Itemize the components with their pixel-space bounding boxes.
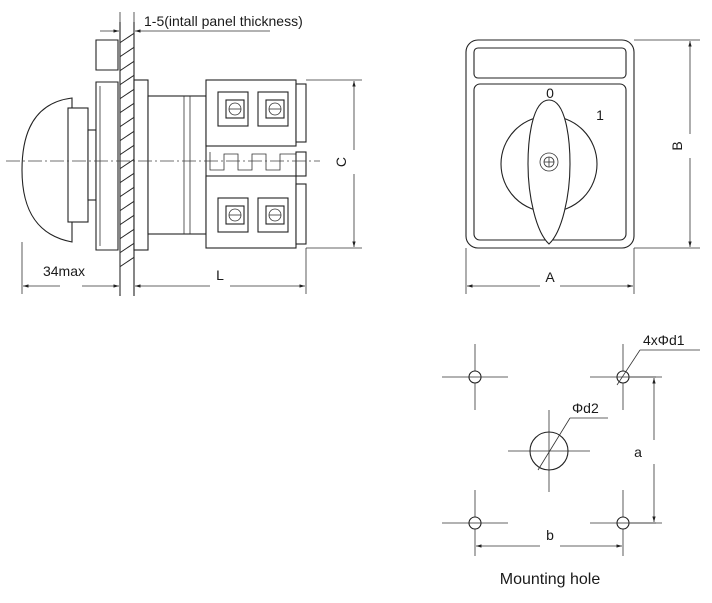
- switch-body-profile: [133, 79, 307, 251]
- center-hole-label: Φd2: [572, 400, 599, 416]
- mounting-hole-bottom-left: [442, 490, 508, 556]
- mounting-hole-diagram: Φd2 4xΦd1 a b Mounting hole: [442, 332, 700, 588]
- height-dimension-b: B: [634, 39, 700, 249]
- front-bezel-profile: [95, 39, 119, 251]
- height-label-b: B: [669, 141, 685, 150]
- small-hole-leader: [616, 349, 641, 386]
- width-label-a: A: [545, 269, 555, 285]
- handle-screw-icon: [539, 152, 559, 172]
- label-window: [473, 47, 627, 79]
- height-label-c: C: [333, 157, 349, 167]
- front-view: 0 1 B A: [465, 39, 700, 294]
- mounting-hole-top-left: [442, 344, 508, 410]
- center-hole: [508, 410, 608, 492]
- position-label-0: 0: [546, 85, 554, 101]
- knob-profile: [21, 97, 97, 243]
- mounting-hole-title: Mounting hole: [500, 571, 601, 588]
- depth-dimension: 34max: [21, 242, 121, 294]
- small-hole-label: 4xΦd1: [643, 332, 685, 348]
- length-dimension-l: L: [135, 248, 307, 294]
- height-dimension-c: C: [306, 79, 362, 249]
- panel-thickness-dimension: 1-5(intall panel thickness): [100, 12, 303, 40]
- panel-thickness-label: 1-5(intall panel thickness): [144, 13, 303, 29]
- side-view: 1-5(intall panel thickness): [6, 12, 362, 296]
- width-dimension-a: A: [465, 248, 635, 294]
- horizontal-spacing-label: b: [546, 527, 554, 543]
- horizontal-spacing-dimension: b: [476, 527, 622, 548]
- vertical-spacing-label: a: [634, 444, 642, 460]
- vertical-spacing-dimension: a: [630, 376, 662, 524]
- position-label-1: 1: [596, 107, 604, 123]
- length-label-l: L: [216, 267, 224, 283]
- switch-handle: [527, 99, 571, 245]
- depth-label: 34max: [43, 263, 85, 279]
- mounting-panel: [119, 22, 135, 296]
